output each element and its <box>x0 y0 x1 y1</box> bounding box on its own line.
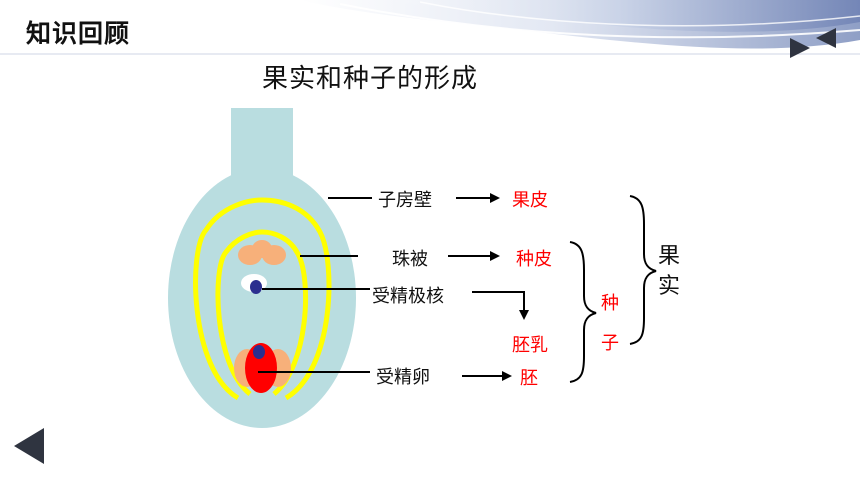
egg-nucleus <box>253 345 265 359</box>
result-embryo: 胚 <box>520 368 538 389</box>
group-seed-char2: 子 <box>601 333 619 354</box>
result-seed-coat: 种皮 <box>516 249 552 270</box>
arrow-ovary-wall <box>456 193 500 203</box>
group-seed: 种 子 <box>599 284 621 364</box>
label-fertilized-egg: 受精卵 <box>376 367 430 388</box>
seed-brace <box>569 241 597 383</box>
fertilized-egg-shape <box>245 343 277 393</box>
label-integument: 珠被 <box>392 249 428 270</box>
arrow-integument <box>448 251 500 261</box>
nav-buttons <box>790 28 836 58</box>
label-ovary-wall: 子房壁 <box>378 190 432 211</box>
triangle-right-icon[interactable] <box>790 38 810 58</box>
polar-nucleus <box>250 280 262 294</box>
integument-outer <box>193 197 332 401</box>
fruit-brace <box>629 195 657 345</box>
triangle-left-large-icon[interactable] <box>14 428 44 464</box>
arrow-polar-nuclei <box>472 291 529 320</box>
header-banner-wave-2 <box>380 0 860 32</box>
group-fruit: 果 实 <box>656 242 682 302</box>
result-endosperm: 胚乳 <box>512 335 548 356</box>
diagram-title: 果实和种子的形成 <box>262 64 479 94</box>
label-fertilized-polar-nuclei: 受精极核 <box>372 286 444 307</box>
antipodal-cell-right <box>262 245 286 265</box>
integument-inner <box>215 229 308 396</box>
group-fruit-char2: 实 <box>657 274 680 299</box>
back-button[interactable] <box>10 426 50 468</box>
result-pericarp: 果皮 <box>512 190 548 211</box>
group-seed-char1: 种 <box>601 293 619 314</box>
section-title: 知识回顾 <box>26 19 131 48</box>
arrow-egg <box>462 371 512 381</box>
group-fruit-char1: 果 <box>657 244 680 269</box>
ovary-wall-shape <box>168 168 356 428</box>
triangle-left-icon[interactable] <box>816 28 836 48</box>
